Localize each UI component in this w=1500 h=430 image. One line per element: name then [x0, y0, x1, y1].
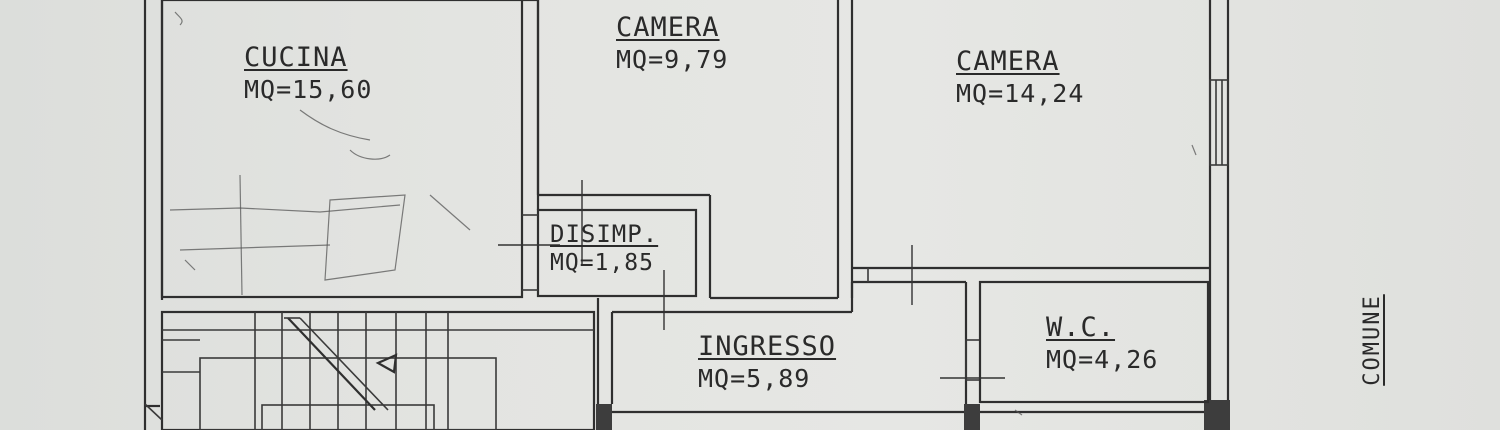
- kitchen-label: CUCINA MQ=15,60: [244, 44, 372, 102]
- bathroom-name: W.C.: [1046, 312, 1116, 343]
- common-area-label: COMUNE: [1360, 294, 1385, 386]
- bedroom-2: [852, 144, 1210, 305]
- bedroom-2-label: CAMERA MQ=14,24: [956, 48, 1084, 106]
- hallway-name: DISIMP.: [550, 220, 659, 248]
- bedroom-1-label: CAMERA MQ=9,79: [616, 14, 728, 72]
- hallway-area: MQ=1,85: [550, 250, 654, 276]
- hallway-room: [498, 180, 698, 330]
- outer-walls: [143, 0, 1230, 430]
- entrance-label: INGRESSO MQ=5,89: [698, 333, 836, 391]
- kitchen-area: MQ=15,60: [244, 75, 373, 104]
- bedroom-2-name: CAMERA: [956, 46, 1060, 77]
- edge-marks: [144, 403, 163, 421]
- stairwell: [160, 310, 596, 430]
- entrance-name: INGRESSO: [698, 331, 837, 362]
- bedroom-1: [536, 0, 854, 300]
- bedroom-1-area: MQ=9,79: [616, 45, 729, 74]
- hallway-label: DISIMP. MQ=1,85: [550, 222, 658, 275]
- bathroom-label: W.C. MQ=4,26: [1046, 314, 1158, 372]
- bedroom-2-area: MQ=14,24: [956, 79, 1085, 108]
- entrance-room: [596, 280, 981, 404]
- kitchen-name: CUCINA: [244, 42, 348, 73]
- entrance-area: MQ=5,89: [698, 364, 811, 393]
- bathroom-area: MQ=4,26: [1046, 345, 1159, 374]
- bathroom-room: [940, 280, 1210, 416]
- bedroom-1-name: CAMERA: [616, 12, 720, 43]
